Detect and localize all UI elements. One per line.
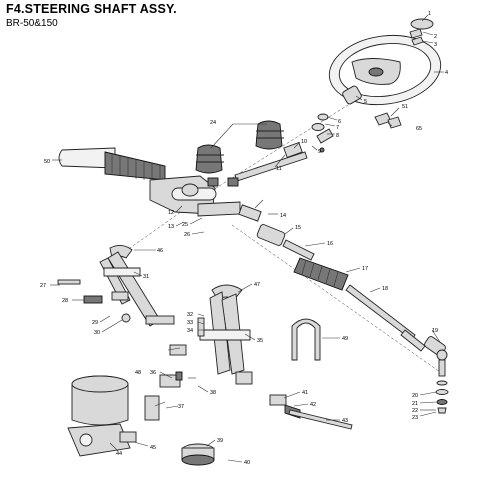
callout-29: 29 xyxy=(92,320,98,326)
callout-41: 41 xyxy=(302,390,308,396)
callout-49: 49 xyxy=(342,336,348,342)
callout-47: 47 xyxy=(254,282,260,288)
callout-12: 12 xyxy=(168,210,174,216)
page-title: F4.STEERING SHAFT ASSY. xyxy=(6,2,177,16)
callout-25: 25 xyxy=(182,222,188,228)
callout-36: 36 xyxy=(150,370,156,376)
callout-50: 50 xyxy=(44,159,50,165)
callout-21: 21 xyxy=(412,401,418,407)
steering-boots xyxy=(195,120,284,174)
callout-22: 22 xyxy=(412,408,418,414)
callout-5: 5 xyxy=(364,99,367,105)
callout-19: 19 xyxy=(432,328,438,334)
tie-rod-boot xyxy=(293,257,349,291)
callout-44: 44 xyxy=(116,451,122,457)
left-pedal-assembly xyxy=(57,245,175,327)
callout-6: 6 xyxy=(338,119,341,125)
callout-labels: 1 2 3 4 5 51 6 65 7 8 9 24 10 11 50 12 1… xyxy=(40,11,448,466)
callout-65: 65 xyxy=(416,126,422,132)
callout-34: 34 xyxy=(187,328,193,334)
callout-1: 1 xyxy=(428,11,431,17)
callout-31: 31 xyxy=(143,274,149,280)
callout-18: 18 xyxy=(382,286,388,292)
callout-13: 13 xyxy=(168,224,174,230)
right-pedal-assembly xyxy=(159,284,353,430)
model-subtitle: BR-50&150 xyxy=(6,18,58,29)
callout-16: 16 xyxy=(327,241,333,247)
callout-28: 28 xyxy=(62,298,68,304)
callout-leaders xyxy=(50,14,444,463)
callout-35: 35 xyxy=(257,338,263,344)
callout-4: 4 xyxy=(445,70,448,76)
callout-32: 32 xyxy=(187,312,193,318)
steering-wheel xyxy=(328,34,442,106)
callout-24: 24 xyxy=(210,120,216,126)
callout-2: 2 xyxy=(434,34,437,40)
callout-14: 14 xyxy=(280,213,286,219)
callout-3: 3 xyxy=(434,42,437,48)
callout-43: 43 xyxy=(342,418,348,424)
callout-9: 9 xyxy=(318,149,321,155)
u-clamp xyxy=(291,318,321,361)
callout-23: 23 xyxy=(412,415,418,421)
callout-48: 48 xyxy=(135,370,141,376)
callout-10: 10 xyxy=(301,139,307,145)
callout-39: 39 xyxy=(217,438,223,444)
callout-20: 20 xyxy=(412,393,418,399)
callout-15: 15 xyxy=(295,225,301,231)
callout-11: 11 xyxy=(276,166,282,172)
callout-27: 27 xyxy=(40,283,46,289)
callout-17: 17 xyxy=(362,266,368,272)
callout-42: 42 xyxy=(310,402,316,408)
master-cylinder xyxy=(67,375,160,457)
callout-46: 46 xyxy=(157,248,163,254)
callout-26: 26 xyxy=(184,232,190,238)
callout-8: 8 xyxy=(336,133,339,139)
callout-40: 40 xyxy=(244,460,250,466)
brake-caliper xyxy=(181,443,215,466)
callout-38: 38 xyxy=(210,390,216,396)
callout-7: 7 xyxy=(336,125,339,131)
shaft-cover xyxy=(58,147,166,181)
callout-33: 33 xyxy=(187,320,193,326)
callout-45: 45 xyxy=(150,445,156,451)
callout-30: 30 xyxy=(94,330,100,336)
horn-cap xyxy=(410,18,434,30)
callout-37: 37 xyxy=(178,404,184,410)
column-bracket xyxy=(149,175,241,217)
callout-51: 51 xyxy=(402,104,408,110)
tie-rod-end xyxy=(424,336,449,414)
